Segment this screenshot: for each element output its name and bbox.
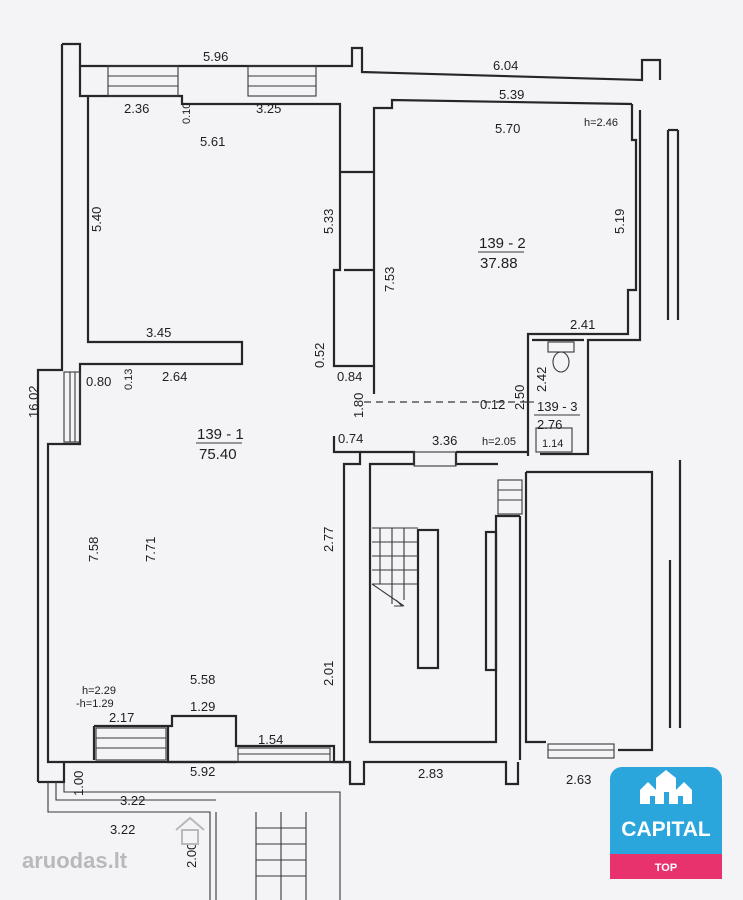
height-2-05: h=2.05 <box>482 436 516 448</box>
dim-2-17: 2.17 <box>109 710 134 725</box>
room-2-id: 139 - 2 <box>479 235 526 252</box>
logo-badge <box>610 854 722 879</box>
watermark-text: aruodas.lt <box>22 848 128 873</box>
height-1-29: -h=1.29 <box>76 698 114 710</box>
dim-3-36: 3.36 <box>432 433 457 448</box>
dim-7-58: 7.58 <box>86 537 101 562</box>
dim-0-80: 0.80 <box>86 374 111 389</box>
dim-7-53: 7.53 <box>382 267 397 292</box>
dim-2-83: 2.83 <box>418 766 443 781</box>
dim-5-33: 5.33 <box>321 209 336 234</box>
dim-5-39: 5.39 <box>499 87 524 102</box>
dim-1-14: 1.14 <box>542 438 563 450</box>
dim-top-left: 5.96 <box>203 49 228 64</box>
dim-3-22-lower: 3.22 <box>110 822 135 837</box>
dim-0-74: 0.74 <box>338 431 363 446</box>
dim-5-61: 5.61 <box>200 134 225 149</box>
watermark-house-icon <box>175 816 205 845</box>
logo-house-icon <box>640 770 692 804</box>
logo-badge-text: TOP <box>655 862 677 874</box>
watermark: aruodas.lt <box>22 816 205 873</box>
room-3-area: 2.76 <box>537 417 562 432</box>
dim-5-40: 5.40 <box>89 207 104 232</box>
dim-5-70: 5.70 <box>495 121 520 136</box>
dim-0-84: 0.84 <box>337 369 362 384</box>
lower-staircase <box>255 812 307 900</box>
dim-2-36: 2.36 <box>124 101 149 116</box>
dim-3-45: 3.45 <box>146 325 171 340</box>
dim-2-41: 2.41 <box>570 317 595 332</box>
dim-2-01: 2.01 <box>321 661 336 686</box>
dim-3-22-upper: 3.22 <box>120 793 145 808</box>
logo-name: CAPITAL <box>621 818 711 841</box>
room-3-id: 139 - 3 <box>537 399 577 414</box>
dim-2-42: 2.42 <box>534 367 549 392</box>
dim-0-10: 0.10 <box>181 103 193 124</box>
staircase <box>371 527 418 607</box>
walls <box>36 42 682 900</box>
dimension-labels: 5.96 6.04 2.36 0.10 3.25 5.61 5.40 5.33 … <box>26 49 627 868</box>
dim-7-71: 7.71 <box>143 537 158 562</box>
room-1-id: 139 - 1 <box>197 426 244 443</box>
toilet-icon <box>547 341 575 373</box>
dim-2-00: 2.00 <box>184 843 199 868</box>
room-1-area: 75.40 <box>199 446 237 463</box>
dim-3-25: 3.25 <box>256 101 281 116</box>
dim-1-80: 1.80 <box>351 393 366 418</box>
dim-5-92: 5.92 <box>190 764 215 779</box>
dim-0-52: 0.52 <box>312 343 327 368</box>
dim-2-77: 2.77 <box>321 527 336 552</box>
capital-logo: CAPITAL TOP <box>610 767 722 879</box>
dim-5-19: 5.19 <box>612 209 627 234</box>
dim-1-00: 1.00 <box>71 771 86 796</box>
dim-5-58: 5.58 <box>190 672 215 687</box>
dim-1-29: 1.29 <box>190 699 215 714</box>
room-labels: 139 - 1 75.40 139 - 2 37.88 139 - 3 2.76 <box>196 235 580 463</box>
dim-2-64: 2.64 <box>162 369 187 384</box>
dim-top-right: 6.04 <box>493 58 518 73</box>
dim-0-12: 0.12 <box>480 397 505 412</box>
dim-1-54: 1.54 <box>258 732 283 747</box>
dim-16-02: 16.02 <box>26 385 41 418</box>
dim-2-63: 2.63 <box>566 772 591 787</box>
logo-background <box>610 767 722 879</box>
height-2-46: h=2.46 <box>584 117 618 129</box>
dim-2-50: 2.50 <box>512 385 527 410</box>
stairs-hatching <box>63 65 615 900</box>
room-2-area: 37.88 <box>480 255 518 272</box>
dim-0-13: 0.13 <box>123 369 135 390</box>
height-2-29: h=2.29 <box>82 685 116 697</box>
